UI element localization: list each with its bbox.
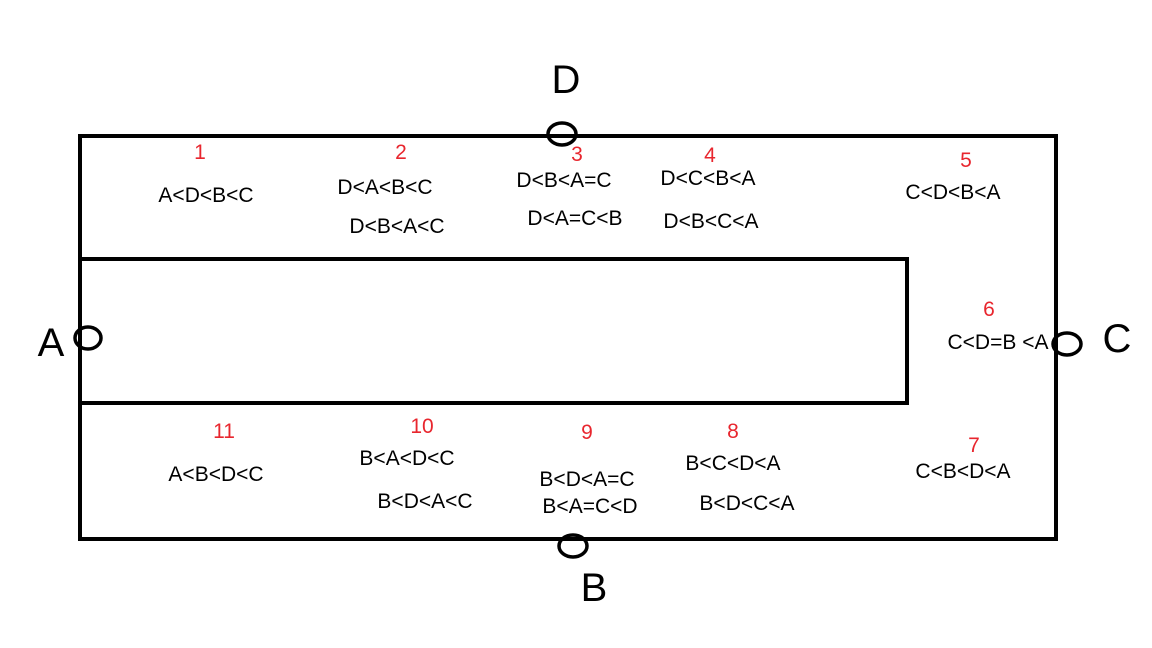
region-number: 8 bbox=[727, 420, 739, 443]
region-number: 5 bbox=[960, 149, 972, 172]
point-label-b: B bbox=[581, 566, 608, 610]
region-number: 4 bbox=[704, 144, 716, 167]
region-number: 2 bbox=[395, 141, 407, 164]
region-order: D<A=C<B bbox=[527, 207, 622, 230]
region-order: D<B<A=C bbox=[516, 169, 611, 192]
region-order: A<D<B<C bbox=[158, 184, 253, 207]
region-number: 11 bbox=[213, 420, 235, 443]
region-number: 1 bbox=[194, 141, 206, 164]
port-d bbox=[546, 121, 578, 147]
inner-obstacle bbox=[78, 257, 909, 405]
region-order: D<C<B<A bbox=[660, 167, 755, 190]
region-order: D<A<B<C bbox=[337, 176, 432, 199]
point-label-d: D bbox=[552, 58, 581, 102]
port-b bbox=[557, 533, 589, 559]
region-order: D<B<A<C bbox=[349, 215, 444, 238]
region-number: 6 bbox=[983, 298, 995, 321]
region-order: B<A=C<D bbox=[542, 495, 637, 518]
point-label-a: A bbox=[38, 321, 65, 365]
region-order: C<D<B<A bbox=[905, 181, 1000, 204]
region-order: B<D<A<C bbox=[377, 490, 472, 513]
port-c bbox=[1051, 331, 1083, 357]
region-order: B<D<C<A bbox=[699, 492, 794, 515]
region-order: C<B<D<A bbox=[915, 460, 1010, 483]
region-order: C<D=B <A bbox=[948, 331, 1049, 354]
region-order: B<C<D<A bbox=[685, 452, 780, 475]
region-order: A<B<D<C bbox=[168, 463, 263, 486]
region-order: B<D<A=C bbox=[539, 468, 634, 491]
region-number: 7 bbox=[968, 434, 980, 457]
region-number: 3 bbox=[571, 143, 583, 166]
region-number: 9 bbox=[581, 421, 593, 444]
region-number: 10 bbox=[410, 415, 433, 438]
point-label-c: C bbox=[1103, 317, 1132, 361]
port-a bbox=[73, 325, 103, 351]
region-order: D<B<C<A bbox=[663, 210, 758, 233]
region-order: B<A<D<C bbox=[359, 447, 454, 470]
